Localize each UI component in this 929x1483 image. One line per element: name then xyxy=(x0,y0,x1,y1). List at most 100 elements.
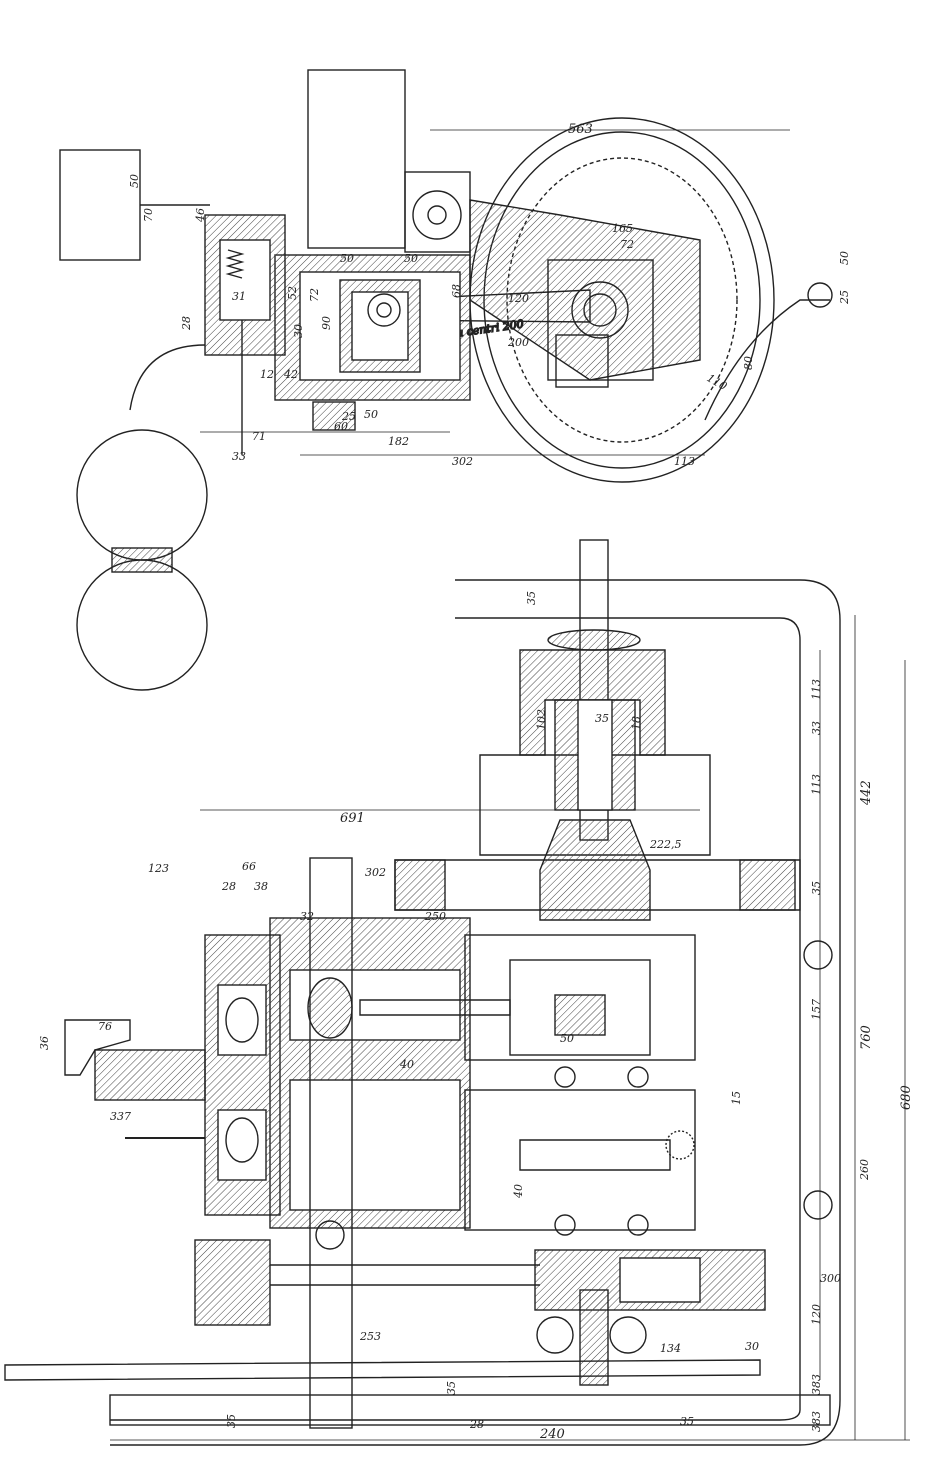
dim: 50 xyxy=(364,408,378,421)
dim: 50 xyxy=(404,252,418,265)
gear-housing xyxy=(404,171,471,253)
dim: 30 xyxy=(745,1340,759,1353)
dim: 35 xyxy=(445,1381,458,1395)
right-lever-pivot xyxy=(807,282,833,308)
dim: 25 xyxy=(838,290,851,305)
crank-pin xyxy=(571,281,629,339)
dim: 46 xyxy=(194,208,207,223)
dim: 35 xyxy=(595,712,609,725)
dim: 302 xyxy=(452,455,473,468)
governor-ball-upper xyxy=(76,429,208,561)
dim: 442 xyxy=(859,780,874,806)
gudgeon-pin-inner xyxy=(376,302,392,318)
cross-beam-right-boss xyxy=(739,859,796,911)
dim: 36 xyxy=(38,1036,51,1050)
dim: 260 xyxy=(858,1159,871,1181)
governor-ball-lower xyxy=(76,559,208,691)
dim: 222,5 xyxy=(649,838,682,851)
weight-ball-right xyxy=(609,1316,647,1354)
dim: 33 xyxy=(232,450,246,463)
dim: 28 xyxy=(221,880,236,893)
shaft-collar xyxy=(547,629,641,651)
dim: 680 xyxy=(899,1085,914,1110)
frame-boss xyxy=(803,940,833,970)
bottom-pipe xyxy=(4,1359,761,1381)
dim: 120 xyxy=(508,292,529,305)
beam-hub xyxy=(539,819,651,921)
bottom-view xyxy=(4,539,910,1446)
governor-pipe xyxy=(129,344,206,411)
dim: 383 xyxy=(810,1374,823,1395)
dim: 50 xyxy=(560,1032,574,1045)
dim: 165 xyxy=(612,222,633,235)
right-lever xyxy=(704,299,830,421)
dim: 240 xyxy=(539,1427,565,1442)
lower-link xyxy=(519,1139,671,1171)
left-lower-gear xyxy=(194,1239,271,1326)
valve-spring xyxy=(225,249,245,279)
left-housing-lower-cavity xyxy=(217,1109,267,1181)
dim: 102 xyxy=(535,709,548,730)
dim: 18 xyxy=(630,716,643,730)
dim: 35 xyxy=(525,591,538,605)
dim: 68 xyxy=(450,284,463,298)
gear-wheel-inner xyxy=(427,205,447,225)
crosshead-eye xyxy=(307,977,353,1039)
dim: 760 xyxy=(859,1025,874,1050)
governor-collar xyxy=(111,547,173,573)
dim: 302 xyxy=(365,866,386,879)
dim: 113 xyxy=(810,774,823,795)
dim: 182 xyxy=(388,435,409,448)
bolt xyxy=(627,1214,649,1236)
chamber-lower xyxy=(464,1089,696,1231)
dim: 134 xyxy=(660,1342,681,1355)
dim: 38 xyxy=(254,880,268,893)
toothed-wheel xyxy=(665,1130,695,1160)
bottom-rail xyxy=(109,1394,831,1426)
casting-cavity-lower xyxy=(289,1079,461,1211)
dim: 35 xyxy=(810,881,823,895)
dim: 50 xyxy=(128,174,141,188)
bolt xyxy=(554,1214,576,1236)
bottom-spindle xyxy=(579,1289,609,1386)
dim: 157 xyxy=(810,999,823,1020)
dim: 35 xyxy=(680,1415,694,1428)
dim: 113 xyxy=(810,679,823,700)
dim: 691 xyxy=(340,811,365,826)
left-eye-lower xyxy=(225,1117,259,1163)
dim: 383 xyxy=(810,1411,823,1432)
dim: 66 xyxy=(242,860,256,873)
dim: 40 xyxy=(399,1058,414,1071)
top-bracket xyxy=(59,149,141,261)
dim: 71 xyxy=(252,430,266,443)
dim: 15 xyxy=(730,1091,743,1105)
dim: 120 xyxy=(810,1304,823,1325)
dim: 563 xyxy=(568,122,593,137)
top-view-dimensions: 563 50 70 46 31 28 50 50 50 52 72 90 30 … xyxy=(128,122,851,468)
dim: 76 xyxy=(98,1020,112,1033)
valve-body-left xyxy=(94,1049,206,1101)
dim: 30 xyxy=(292,324,305,338)
bolt xyxy=(627,1066,649,1088)
dim: 52 xyxy=(286,286,299,300)
top-view: fra centri 200 xyxy=(59,69,833,691)
dim: 253 xyxy=(359,1330,381,1343)
left-housing-upper-cavity xyxy=(217,984,267,1056)
gudgeon-pin xyxy=(367,293,401,327)
bottom-view-dimensions: 35 442 113 33 102 35 18 113 691 302 222,… xyxy=(38,591,914,1442)
chamber-upper xyxy=(464,934,696,1061)
cross-beam-left-boss xyxy=(394,859,446,911)
valve-chest-inner xyxy=(219,239,271,321)
upper-column xyxy=(307,69,406,249)
frame-inner xyxy=(110,617,801,1421)
dim: 28 xyxy=(469,1418,484,1431)
dim: 25 xyxy=(341,410,356,423)
dim: 40 xyxy=(512,1184,525,1199)
dim: 300 xyxy=(820,1272,841,1285)
flywheel-hub-ring xyxy=(506,157,738,443)
dim: 72 xyxy=(308,288,321,302)
crank-block xyxy=(547,259,654,381)
bottom-valve-cavity xyxy=(619,1257,701,1303)
dim: 113 xyxy=(674,455,695,468)
